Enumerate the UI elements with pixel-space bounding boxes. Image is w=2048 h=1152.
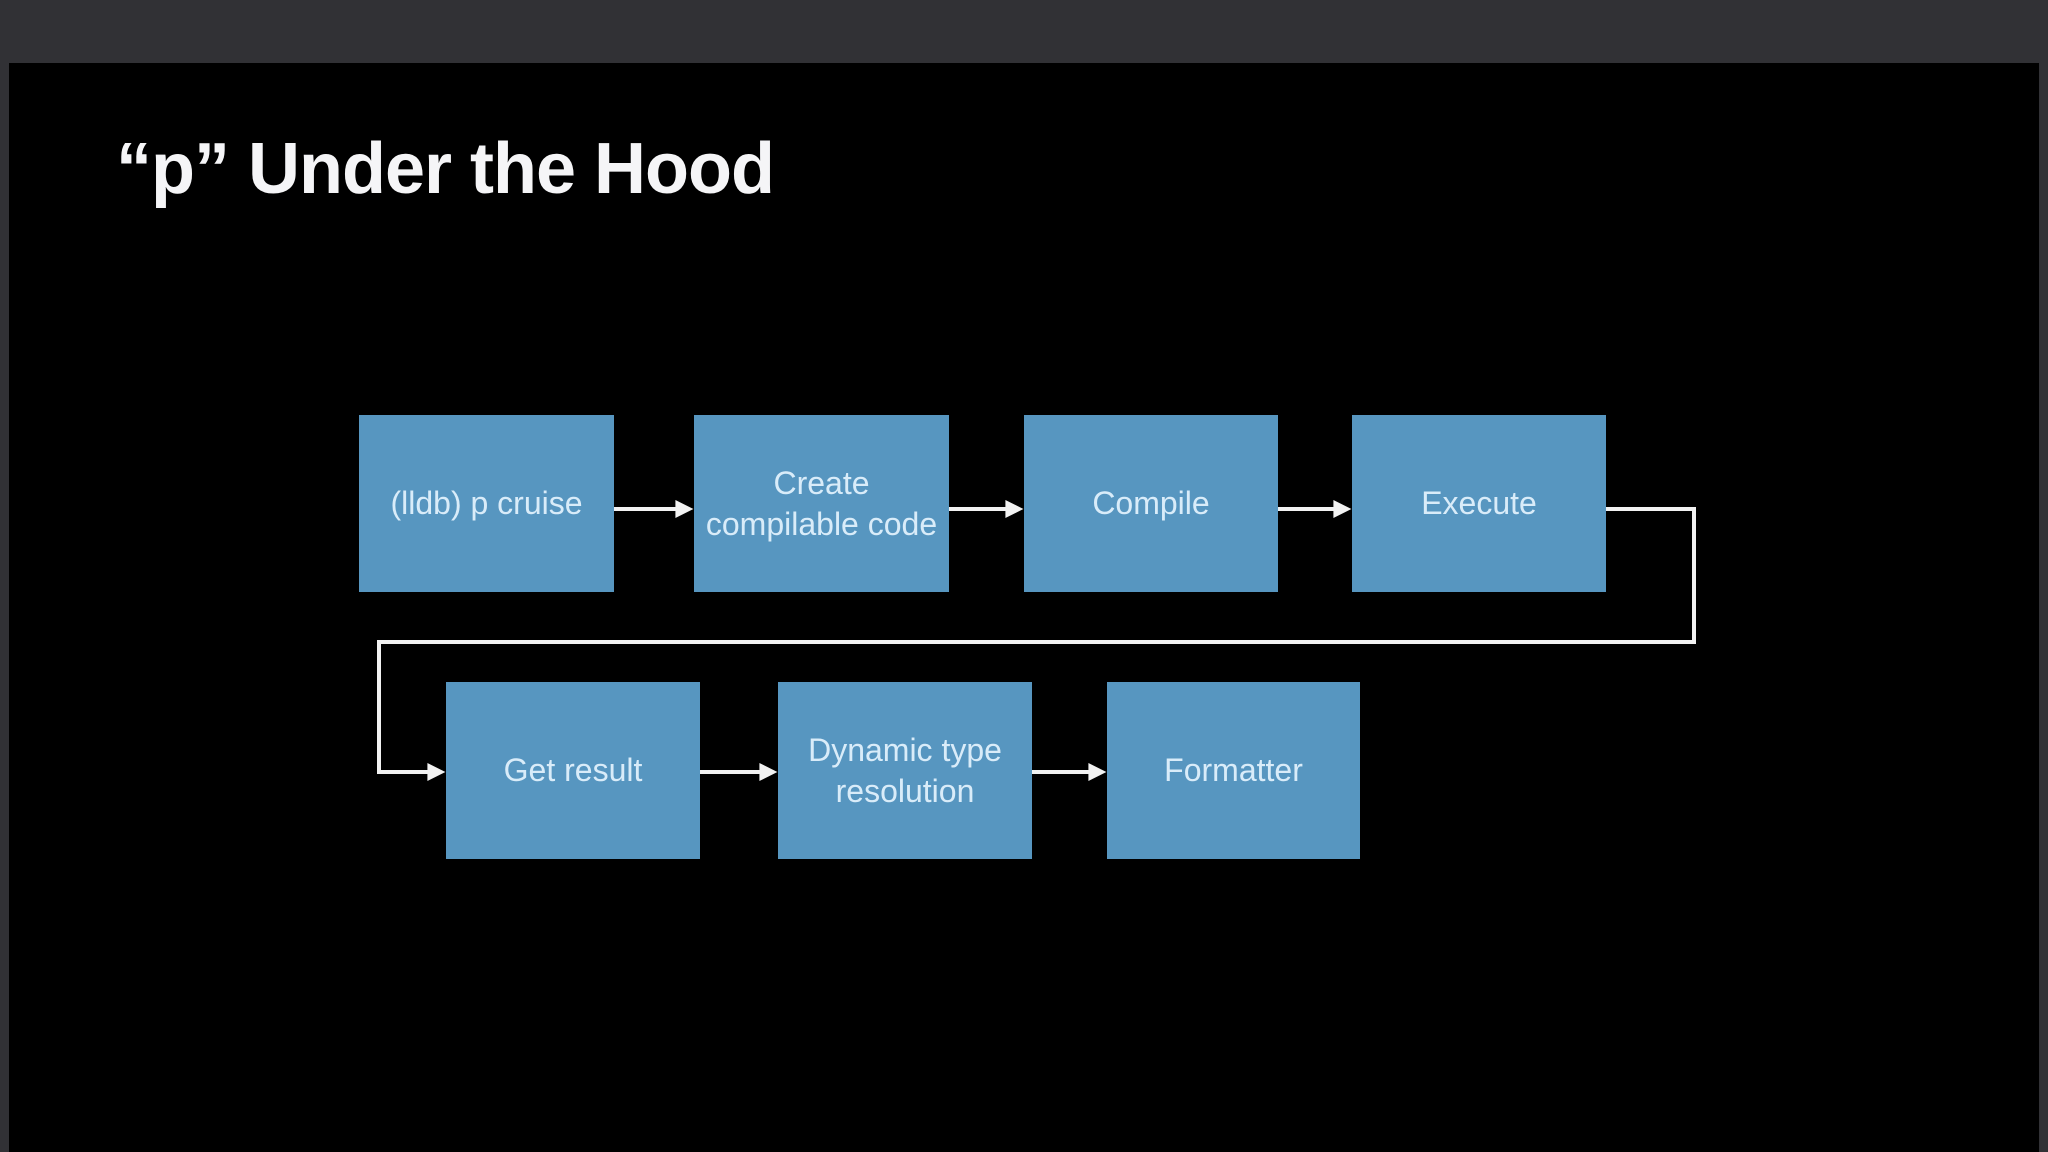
player-chrome-top-bar	[0, 0, 2048, 63]
player-chrome-right-strip	[2039, 0, 2048, 1152]
flow-box-get-result: Get result	[446, 682, 700, 859]
flow-box-label: Compile	[1092, 485, 1210, 522]
flow-box-label: (lldb) p cruise	[390, 485, 583, 522]
slide-title: “p” Under the Hood	[116, 129, 775, 209]
flow-box-label: Get result	[503, 752, 643, 789]
flow-box-dynamic-type-resolution: Dynamic type resolution	[778, 682, 1032, 859]
flow-box-execute: Execute	[1352, 415, 1606, 592]
flow-box-label: Formatter	[1164, 752, 1303, 789]
player-chrome-left-strip	[0, 0, 9, 1152]
flow-box-label: Dynamic type resolution	[808, 731, 1002, 809]
flow-box-create-compilable-code: Create compilable code	[694, 415, 949, 592]
flow-box-label: Execute	[1421, 485, 1537, 522]
flow-box-formatter: Formatter	[1107, 682, 1360, 859]
flow-box-label: Create compilable code	[705, 464, 938, 542]
arrow-execute-to-get-result	[377, 507, 1696, 781]
flow-box-compile: Compile	[1024, 415, 1278, 592]
flow-box-lldb-p-cruise: (lldb) p cruise	[359, 415, 614, 592]
